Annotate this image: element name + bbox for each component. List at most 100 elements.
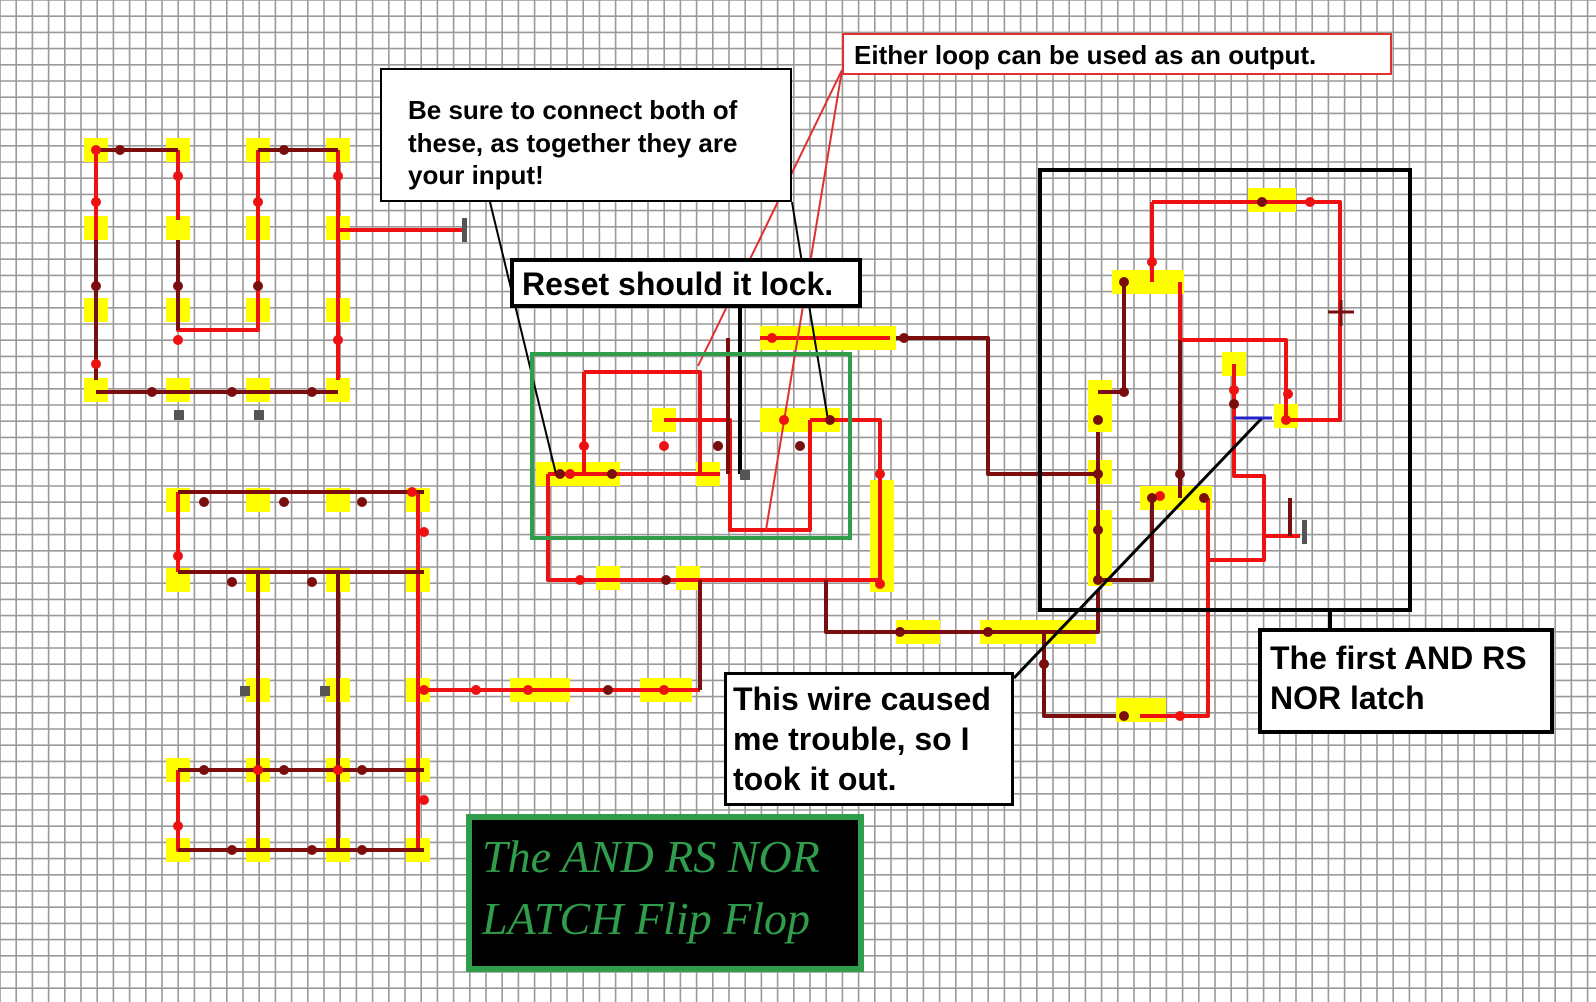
unpowered-torch xyxy=(173,281,183,291)
diagram-title: The AND RS NOR LATCH Flip Flop xyxy=(466,814,864,972)
first-latch-outline xyxy=(1038,168,1412,612)
powered-torch xyxy=(1305,197,1315,207)
pointer-trouble-wire xyxy=(1012,416,1264,680)
unpowered-torch xyxy=(555,469,565,479)
pointer-connect-both xyxy=(489,201,829,475)
unpowered-torch xyxy=(357,765,367,775)
powered-torch xyxy=(419,685,429,695)
unpowered-torch xyxy=(115,145,125,155)
unpowered-torch xyxy=(1093,415,1103,425)
unpowered-torch xyxy=(357,845,367,855)
powered-torch xyxy=(407,487,417,497)
unpowered-torch xyxy=(279,497,289,507)
unpowered-torch xyxy=(199,497,209,507)
powered-torch xyxy=(1155,491,1165,501)
powered-torch xyxy=(419,527,429,537)
unpowered-torch xyxy=(1093,525,1103,535)
wire-end-mark xyxy=(462,218,467,242)
powered-torch xyxy=(253,765,263,775)
unpowered-torch xyxy=(1257,197,1267,207)
powered-wire xyxy=(1206,364,1266,562)
powered-wire xyxy=(1178,282,1288,420)
powered-torch xyxy=(875,469,885,479)
unpowered-torch xyxy=(307,845,317,855)
powered-wire xyxy=(664,418,812,532)
unpowered-torch xyxy=(713,441,723,451)
unpowered-torch xyxy=(279,145,289,155)
powered-torch xyxy=(173,335,183,345)
note-first-latch: The first AND RS NOR latch xyxy=(1258,628,1554,734)
unpowered-torch xyxy=(253,281,263,291)
unpowered-torch xyxy=(1093,469,1103,479)
powered-torch xyxy=(1283,389,1293,399)
unpowered-torch xyxy=(279,765,289,775)
powered-torch xyxy=(173,551,183,561)
powered-torch xyxy=(91,145,101,155)
powered-torch xyxy=(659,441,669,451)
unpowered-torch xyxy=(1093,575,1103,585)
powered-torch xyxy=(575,575,585,585)
powered-torch xyxy=(659,685,669,695)
repeater-mark xyxy=(254,410,264,420)
note-either-loop: Either loop can be used as an output. xyxy=(842,33,1392,75)
powered-torch xyxy=(565,469,575,479)
powered-torch xyxy=(875,579,885,589)
unpowered-wire xyxy=(256,572,340,850)
powered-torch xyxy=(1147,257,1157,267)
repeater-mark xyxy=(320,686,330,696)
unpowered-torch xyxy=(307,387,317,397)
repeater-mark xyxy=(240,686,250,696)
unpowered-wire xyxy=(1096,432,1154,582)
powered-torch xyxy=(419,795,429,805)
unpowered-torch xyxy=(1229,399,1239,409)
powered-torch xyxy=(767,333,777,343)
powered-torch xyxy=(253,197,263,207)
unpowered-torch xyxy=(661,575,671,585)
repeater-mark xyxy=(174,410,184,420)
unpowered-torch xyxy=(1039,659,1049,669)
unpowered-torch xyxy=(227,577,237,587)
unpowered-torch xyxy=(1175,469,1185,479)
powered-torch xyxy=(579,441,589,451)
unpowered-wire xyxy=(178,490,424,852)
unpowered-torch xyxy=(1147,493,1157,503)
title-line-2: LATCH Flip Flop xyxy=(482,893,810,944)
powered-torch xyxy=(91,197,101,207)
note-trouble-wire: This wire caused me trouble, so I took i… xyxy=(724,672,1014,806)
unpowered-torch xyxy=(1119,711,1129,721)
unpowered-torch xyxy=(91,281,101,291)
unpowered-torch xyxy=(825,415,835,425)
unpowered-torch xyxy=(607,469,617,479)
unpowered-torch xyxy=(357,497,367,507)
repeater-mark xyxy=(740,470,750,480)
powered-torch xyxy=(779,415,789,425)
powered-torch xyxy=(91,359,101,369)
unpowered-torch xyxy=(227,845,237,855)
unpowered-torch xyxy=(227,387,237,397)
wire-end-mark xyxy=(1302,520,1307,544)
unpowered-torch xyxy=(1119,387,1129,397)
powered-torch xyxy=(1175,711,1185,721)
powered-torch xyxy=(471,685,481,695)
unpowered-torch xyxy=(199,765,209,775)
unpowered-torch xyxy=(307,577,317,587)
note-reset: Reset should it lock. xyxy=(510,258,862,308)
junction-cross xyxy=(1328,300,1354,326)
unpowered-torch xyxy=(1119,277,1129,287)
unpowered-torch xyxy=(983,627,993,637)
powered-torch xyxy=(333,171,343,181)
reset-region-outline xyxy=(530,352,852,540)
powered-torch xyxy=(523,685,533,695)
powered-torch xyxy=(1281,415,1291,425)
unpowered-wire xyxy=(896,336,1098,476)
powered-wire xyxy=(584,370,702,474)
unpowered-torch xyxy=(795,441,805,451)
title-line-1: The AND RS NOR xyxy=(482,831,820,882)
powered-torch xyxy=(1229,385,1239,395)
powered-torch xyxy=(333,765,343,775)
unpowered-torch xyxy=(1199,493,1209,503)
powered-torch xyxy=(173,171,183,181)
unpowered-torch xyxy=(603,685,613,695)
note-connect-both: Be sure to connect both of these, as tog… xyxy=(380,68,792,202)
